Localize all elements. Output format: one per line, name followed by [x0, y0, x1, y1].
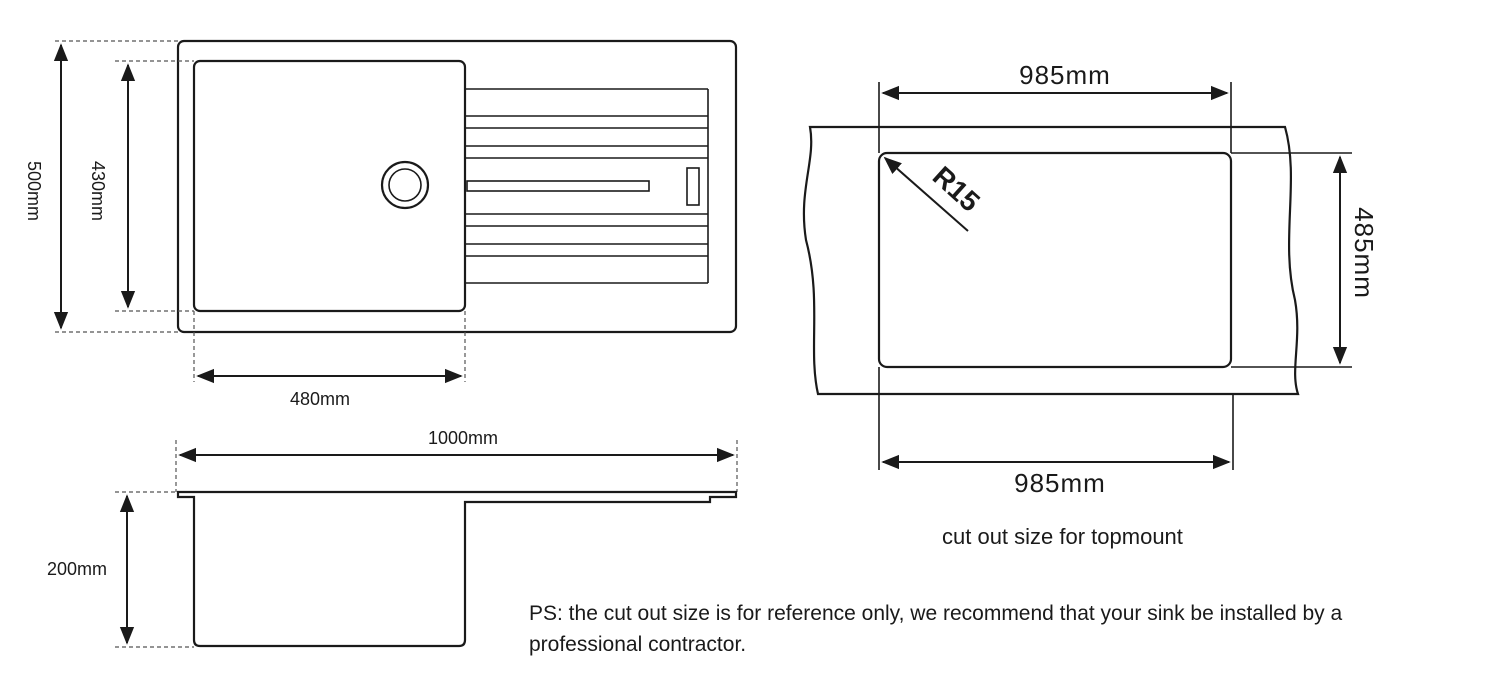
cutout-bottom-width-label: 985mm: [1014, 468, 1106, 498]
bowl-height-label: 200mm: [47, 559, 107, 579]
bowl-width-label: 480mm: [290, 389, 350, 409]
cutout-view: 985mm 985mm 485mm R15: [802, 60, 1379, 498]
sink-outline: [176, 39, 738, 334]
drainer-board: [465, 88, 709, 284]
cutout-top-width-label: 985mm: [1019, 60, 1111, 90]
countertop-outline: [802, 125, 1300, 396]
overflow-button-icon: [686, 167, 700, 206]
corner-radius-label: R15: [927, 160, 986, 217]
installation-note: PS: the cut out size is for reference on…: [529, 602, 1343, 656]
bowl-depth-label: 430mm: [88, 161, 108, 221]
cutout-opening: [877, 151, 1233, 369]
plan-view: 500mm 430mm 480mm: [24, 39, 738, 409]
overall-width-label: 1000mm: [428, 428, 498, 448]
sink-side-profile: [176, 490, 738, 648]
corner-radius-leader: [883, 156, 969, 232]
overflow-slot: [466, 180, 650, 192]
drain-inner-ring: [388, 168, 422, 202]
cutout-caption: cut out size for topmount: [942, 524, 1183, 549]
overall-depth-label: 500mm: [24, 161, 44, 221]
cutout-depth-label: 485mm: [1349, 207, 1379, 299]
side-view: 1000mm 200mm: [47, 428, 738, 648]
drain-icon: [380, 160, 430, 210]
sink-bowl: [192, 59, 467, 313]
